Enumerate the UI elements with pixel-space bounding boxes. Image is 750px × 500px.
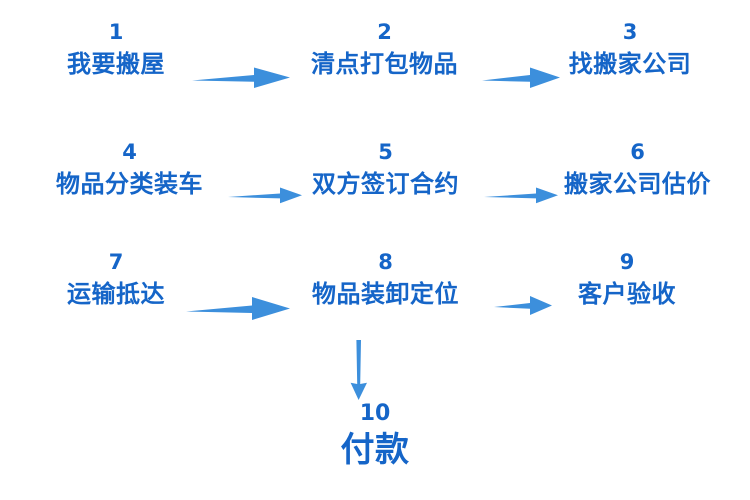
step-node-4[interactable]: 4 物品分类装车: [42, 140, 217, 198]
step-number-10: 10: [359, 401, 391, 426]
arrow-2-to-3: [482, 62, 562, 92]
arrow-8-to-10: [344, 340, 374, 402]
step-node-8[interactable]: 8 物品装卸定位: [298, 250, 473, 308]
step-node-2[interactable]: 2 清点打包物品: [297, 20, 472, 78]
step-label-5: 双方签订合约: [312, 170, 459, 198]
step-node-6[interactable]: 6 搬家公司估价: [550, 140, 725, 198]
step-label-4: 物品分类装车: [56, 170, 203, 198]
step-number-5: 5: [378, 140, 393, 164]
step-number-1: 1: [108, 20, 124, 44]
step-label-9: 客户验收: [578, 280, 676, 308]
step-label-7: 运输抵达: [67, 280, 165, 308]
step-node-1[interactable]: 1 我要搬屋: [52, 20, 180, 78]
step-node-10[interactable]: 10 付款: [305, 401, 445, 470]
step-node-9[interactable]: 9 客户验收: [563, 250, 691, 308]
step-number-3: 3: [622, 20, 638, 44]
arrow-7-to-8: [186, 292, 292, 324]
step-label-8: 物品装卸定位: [312, 280, 459, 308]
arrow-4-to-5: [228, 183, 304, 207]
arrow-8-to-9: [494, 292, 554, 318]
step-node-3[interactable]: 3 找搬家公司: [560, 20, 700, 78]
step-label-6: 搬家公司估价: [564, 170, 711, 198]
step-node-7[interactable]: 7 运输抵达: [52, 250, 180, 308]
step-label-2: 清点打包物品: [311, 50, 458, 78]
step-number-7: 7: [108, 250, 124, 274]
step-node-5[interactable]: 5 双方签订合约: [298, 140, 473, 198]
arrow-1-to-2: [192, 62, 292, 92]
step-number-2: 2: [377, 20, 392, 44]
arrow-5-to-6: [484, 183, 560, 207]
step-number-8: 8: [378, 250, 393, 274]
step-label-3: 找搬家公司: [568, 50, 692, 78]
step-number-9: 9: [619, 250, 635, 274]
step-number-4: 4: [122, 140, 137, 164]
step-number-6: 6: [630, 140, 645, 164]
step-label-10: 付款: [340, 430, 410, 470]
step-label-1: 我要搬屋: [67, 50, 165, 78]
